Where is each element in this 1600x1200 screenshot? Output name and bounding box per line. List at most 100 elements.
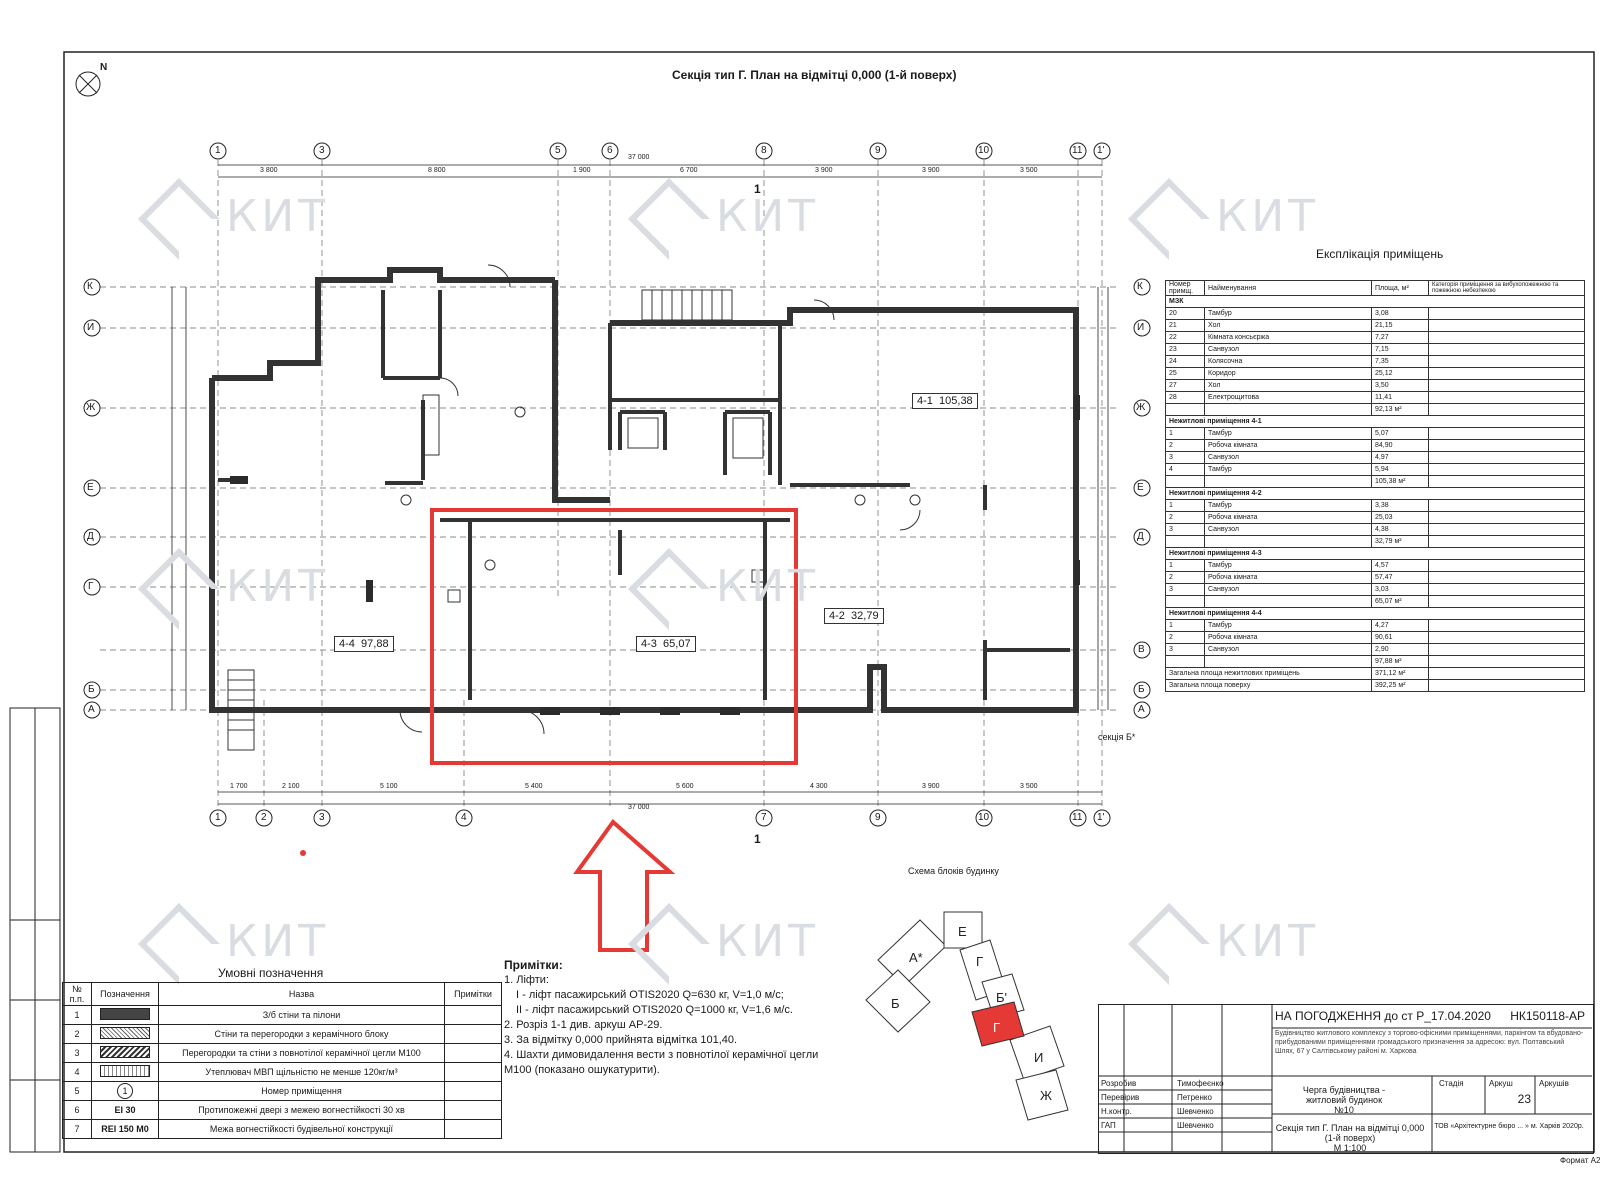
total-spacer (1204, 595, 1372, 608)
dimension-bottom: 3 900 (922, 783, 940, 790)
axis-label-bottom: 10 (978, 812, 990, 823)
dimension-bottom: 1 700 (230, 783, 248, 790)
axis-label-bottom: 3 (319, 812, 325, 823)
col-header: Категорія приміщення за вибухопожежною т… (1428, 280, 1585, 296)
section-marker: 1 (754, 832, 761, 846)
room-category (1428, 307, 1585, 320)
dimension-top: 3 900 (815, 167, 833, 174)
highlight-frame (430, 508, 798, 765)
room-area: 84,90 (1371, 439, 1429, 452)
legend-symbol: 1 (91, 1081, 159, 1101)
room-area: 7,35 (1371, 355, 1429, 368)
total-spacer (1165, 595, 1205, 608)
dimension-top: 8 800 (428, 167, 446, 174)
solid-wall-symbol (100, 1008, 150, 1020)
explication-section-row: Нежитлові приміщення 4-3 (1165, 547, 1585, 560)
room-name: Санвузол (1204, 583, 1372, 596)
note-line: 1. Ліфти: (504, 974, 549, 986)
room-area: 3,50 (1371, 379, 1429, 392)
legend-symbol (91, 1005, 159, 1025)
axis-letter-right: Е (1137, 482, 1144, 493)
summary-value: 371,12 м² (1371, 667, 1429, 680)
legend-name: Перегородки та стіни з повнотілої керамі… (158, 1043, 445, 1063)
axis-letter-left: К (87, 281, 93, 292)
axis-label-bottom: 11 (1072, 812, 1083, 823)
dimension-top: 3 500 (1020, 167, 1038, 174)
room-number: 28 (1165, 391, 1205, 404)
total-spacer (1204, 475, 1372, 488)
total-spacer (1428, 655, 1585, 668)
room-category (1428, 355, 1585, 368)
legend-symbol (91, 1024, 159, 1044)
dimension-bottom: 5 400 (525, 783, 543, 790)
section-name: Нежитлові приміщення 4-4 (1165, 607, 1585, 620)
room-name: Робоча кімната (1204, 571, 1372, 584)
axis-label-bottom: 1 (215, 812, 221, 823)
room-name: Тамбур (1204, 499, 1372, 512)
room-number: 23 (1165, 343, 1205, 356)
sheets-label: Аркушів (1539, 1079, 1569, 1088)
legend-name: Стіни та перегородки з керамічного блоку (158, 1024, 445, 1044)
explication-total-row: 32,79 м² (1165, 535, 1585, 548)
room-name: Санвузол (1204, 643, 1372, 656)
legend-col-header: № п.п. (62, 982, 92, 1006)
axis-letter-right: В (1138, 644, 1145, 655)
room-area: 4,27 (1371, 619, 1429, 632)
room-number: 4 (1165, 463, 1205, 476)
room-area: 90,61 (1371, 631, 1429, 644)
summary-label: Загальна площа нежитлових приміщень (1165, 667, 1372, 680)
scheme-block-label: Б' (996, 990, 1007, 1005)
legend-symbol (91, 1062, 159, 1082)
section-total: 97,88 м² (1371, 655, 1429, 668)
room-name: Хол (1204, 319, 1372, 332)
room-name: Хол (1204, 379, 1372, 392)
legend-note (444, 1081, 502, 1101)
room-number: 22 (1165, 331, 1205, 344)
room-area: 105,38 (939, 395, 973, 407)
room-name: Електрощитова (1204, 391, 1372, 404)
watermark: КИТ (137, 547, 329, 631)
scheme-block-label: А* (909, 950, 923, 965)
room-category (1428, 619, 1585, 632)
axis-bubbles (83, 142, 1151, 827)
sheet-label: Аркуш (1489, 1079, 1513, 1088)
axis-label-top: 11 (1072, 145, 1083, 156)
total-spacer (1204, 403, 1372, 416)
legend-symbol: EI 30 (91, 1100, 159, 1120)
scheme-block-label: Г (976, 954, 983, 969)
explication-total-row: 92,13 м² (1165, 403, 1585, 416)
axis-letter-left: Г (88, 581, 94, 592)
room-category (1428, 499, 1585, 512)
explication-total-row: 97,88 м² (1165, 655, 1585, 668)
scheme-labels: А* Б Е Г Б' И Ж Г (891, 924, 1052, 1103)
axis-label-top: 3 (319, 145, 325, 156)
sheet-title-text: Секція тип Г. План на відмітці 0,000 (1-… (1275, 1123, 1425, 1143)
axis-letter-right: К (1137, 281, 1143, 292)
room-name: Кімната консьєржа (1204, 331, 1372, 344)
stage-label: Стадія (1439, 1079, 1464, 1088)
axis-letter-right: Ж (1136, 402, 1146, 413)
notes: Примітки: 1. Ліфти: I - ліфт пасажирськи… (504, 958, 834, 1078)
total-spacer (1428, 595, 1585, 608)
axis-letter-right: А (1138, 704, 1145, 715)
axis-label-top: 9 (875, 145, 881, 156)
stairs (227, 289, 733, 751)
room-number: 24 (1165, 355, 1205, 368)
legend-note (444, 1043, 502, 1063)
legend-num: 2 (62, 1024, 92, 1044)
organization: ТОВ «Архітектурне бюро ... » м. Харків 2… (1434, 1123, 1584, 1130)
room-category (1428, 343, 1585, 356)
axis-letter-left: Е (87, 482, 94, 493)
role: Перевірив (1101, 1093, 1140, 1102)
section-name: Нежитлові приміщення 4-3 (1165, 547, 1585, 560)
section-marker: 1 (754, 182, 761, 196)
room-category (1428, 463, 1585, 476)
room-name: Тамбур (1204, 307, 1372, 320)
room-category (1428, 427, 1585, 440)
